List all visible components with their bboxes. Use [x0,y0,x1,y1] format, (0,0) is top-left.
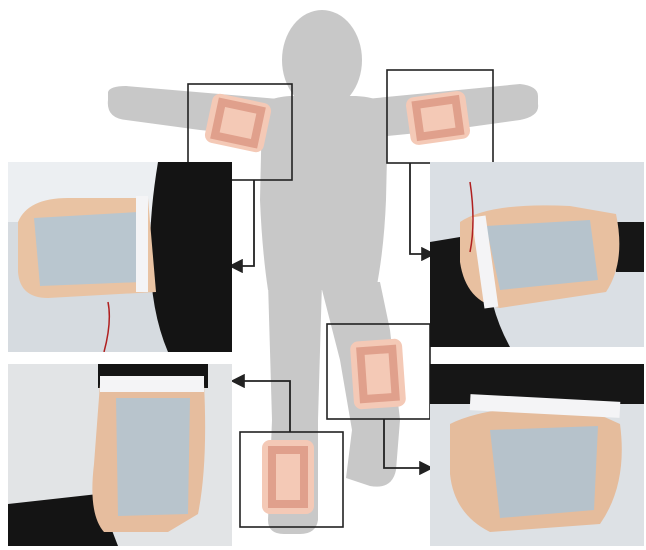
silhouette-torso [260,96,388,290]
pad-left-thigh [350,338,407,409]
pad-left-shin [262,440,314,514]
arrow-left-upper-arm [232,180,254,266]
arrow-right-upper-arm [410,163,432,254]
pad-right-upper-arm [405,90,471,146]
photo-upper-arm-left [8,162,232,352]
photo-calf [8,364,232,546]
photo-upper-arm-right [430,162,644,347]
photo-thigh [430,364,644,546]
